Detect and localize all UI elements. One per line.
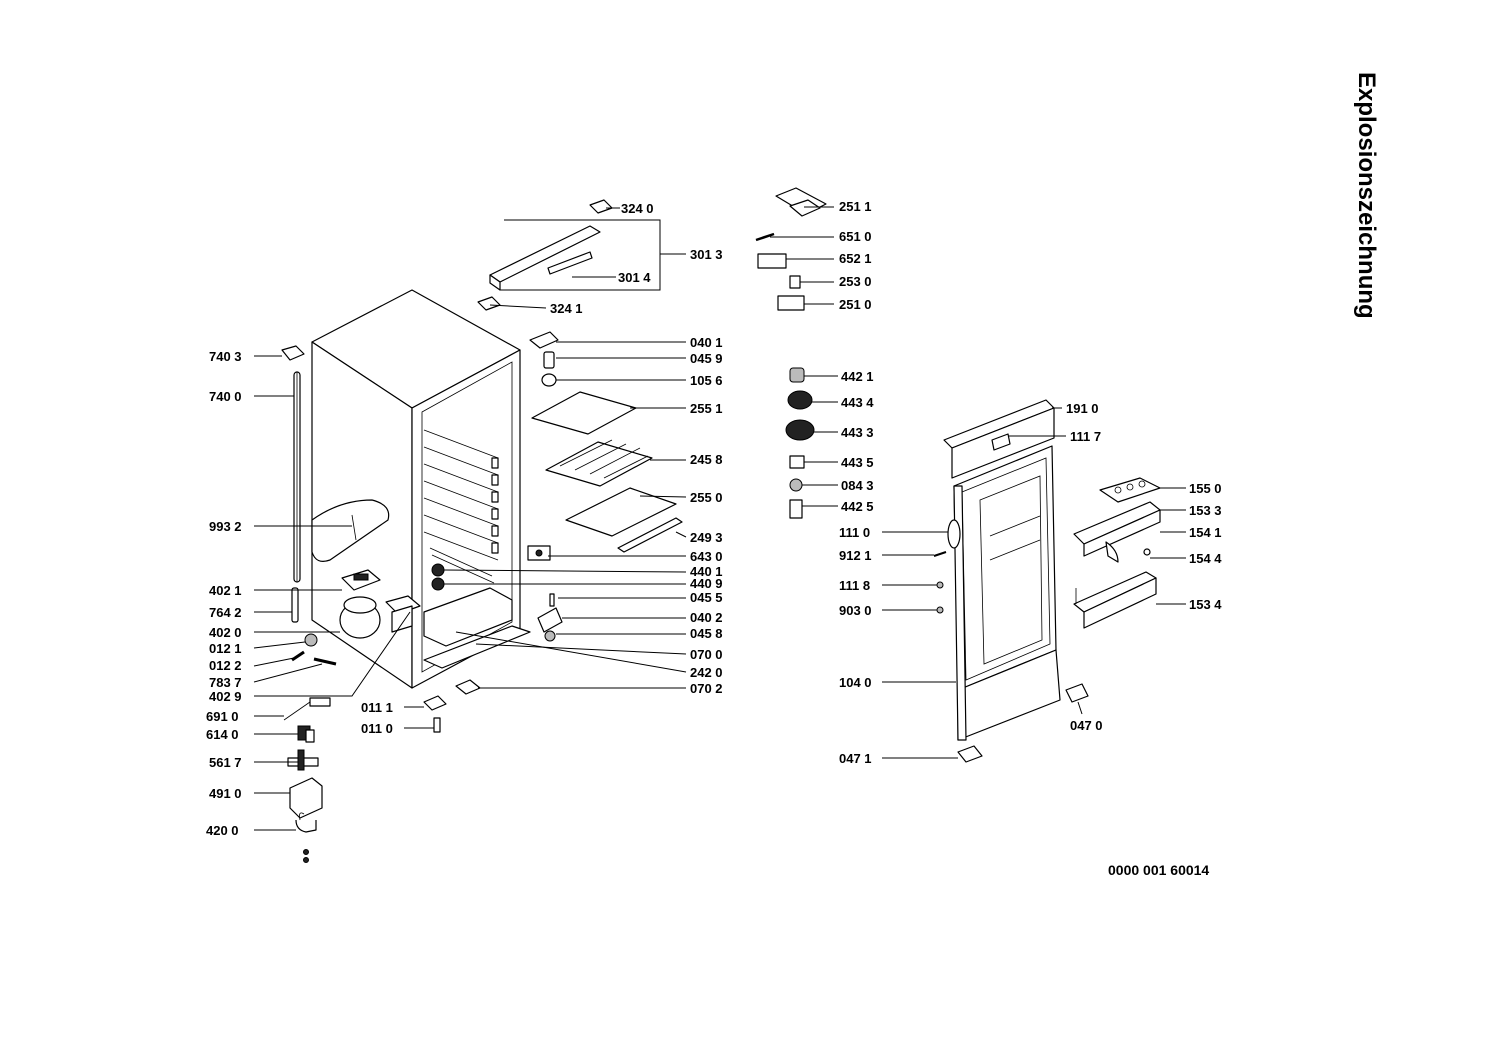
thermostat-parts	[785, 367, 815, 519]
label-4421: 442 1	[841, 369, 874, 384]
label-1040: 104 0	[839, 675, 872, 690]
label-2510: 251 0	[839, 297, 872, 312]
label-0471: 047 1	[839, 751, 872, 766]
label-4200: 420 0	[206, 823, 239, 838]
left-side-parts	[281, 345, 421, 863]
label-9030: 903 0	[839, 603, 872, 618]
label-2550: 255 0	[690, 490, 723, 505]
label-0458: 045 8	[690, 626, 723, 641]
label-6510: 651 0	[839, 229, 872, 244]
label-9121: 912 1	[839, 548, 872, 563]
label-2511: 251 1	[839, 199, 872, 214]
label-7837: 783 7	[209, 675, 242, 690]
label-1544: 154 4	[1189, 551, 1222, 566]
top-cover-assembly	[477, 199, 613, 311]
label-2493: 249 3	[690, 530, 723, 545]
label-0110: 011 0	[361, 721, 393, 736]
label-0702: 070 2	[690, 681, 723, 696]
label-1117: 111 7	[1070, 429, 1101, 444]
label-0402: 040 2	[690, 610, 723, 625]
label-1110: 111 0	[839, 525, 870, 540]
label-6910: 691 0	[206, 709, 239, 724]
label-0843: 084 3	[841, 478, 874, 493]
door-bins	[1073, 477, 1161, 629]
label-0111: 011 1	[361, 700, 393, 715]
label-1541: 154 1	[1189, 525, 1222, 540]
label-4401: 440 1	[690, 564, 723, 579]
label-2420: 242 0	[690, 665, 723, 680]
label-7403: 740 3	[209, 349, 242, 364]
label-6430: 643 0	[690, 549, 723, 564]
label-4425: 442 5	[841, 499, 874, 514]
label-0401: 040 1	[690, 335, 723, 350]
label-0470: 047 0	[1070, 718, 1103, 733]
label-0700: 070 0	[690, 647, 723, 662]
label-1910: 191 0	[1066, 401, 1099, 416]
label-1056: 105 6	[690, 373, 723, 388]
label-9932: 993 2	[209, 519, 242, 534]
label-4021: 402 1	[209, 583, 242, 598]
label-0455: 045 5	[690, 590, 723, 605]
label-6140: 614 0	[206, 727, 239, 742]
label-3240: 324 0	[621, 201, 654, 216]
label-4029: 402 9	[209, 689, 242, 704]
label-4433: 443 3	[841, 425, 874, 440]
label-6521: 652 1	[839, 251, 872, 266]
label-3013: 301 3	[690, 247, 723, 262]
label-7400: 740 0	[209, 389, 242, 404]
lamp-parts	[755, 187, 827, 311]
label-1533: 153 3	[1189, 503, 1222, 518]
label-2551: 255 1	[690, 401, 723, 416]
label-1534: 153 4	[1189, 597, 1222, 612]
label-0459: 045 9	[690, 351, 723, 366]
interior-parts	[423, 331, 683, 733]
label-2530: 253 0	[839, 274, 872, 289]
label-4434: 443 4	[841, 395, 874, 410]
label-0121: 012 1	[209, 641, 242, 656]
label-0122: 012 2	[209, 658, 242, 673]
document-number: 0000 001 60014	[1108, 862, 1210, 878]
label-7642: 764 2	[209, 605, 242, 620]
label-4020: 402 0	[209, 625, 242, 640]
door-assembly	[933, 399, 1089, 763]
leader-lines	[253, 206, 1186, 831]
label-3014: 301 4	[618, 270, 651, 285]
label-2458: 245 8	[690, 452, 723, 467]
part-labels: 324 0 301 3 301 4 324 1 251 1 651 0 652 …	[206, 199, 1222, 838]
label-3241: 324 1	[550, 301, 583, 316]
label-5617: 561 7	[209, 755, 242, 770]
label-4910: 491 0	[209, 786, 242, 801]
label-1550: 155 0	[1189, 481, 1222, 496]
label-4435: 443 5	[841, 455, 874, 470]
label-1118: 111 8	[839, 578, 870, 593]
label-4409: 440 9	[690, 576, 723, 591]
